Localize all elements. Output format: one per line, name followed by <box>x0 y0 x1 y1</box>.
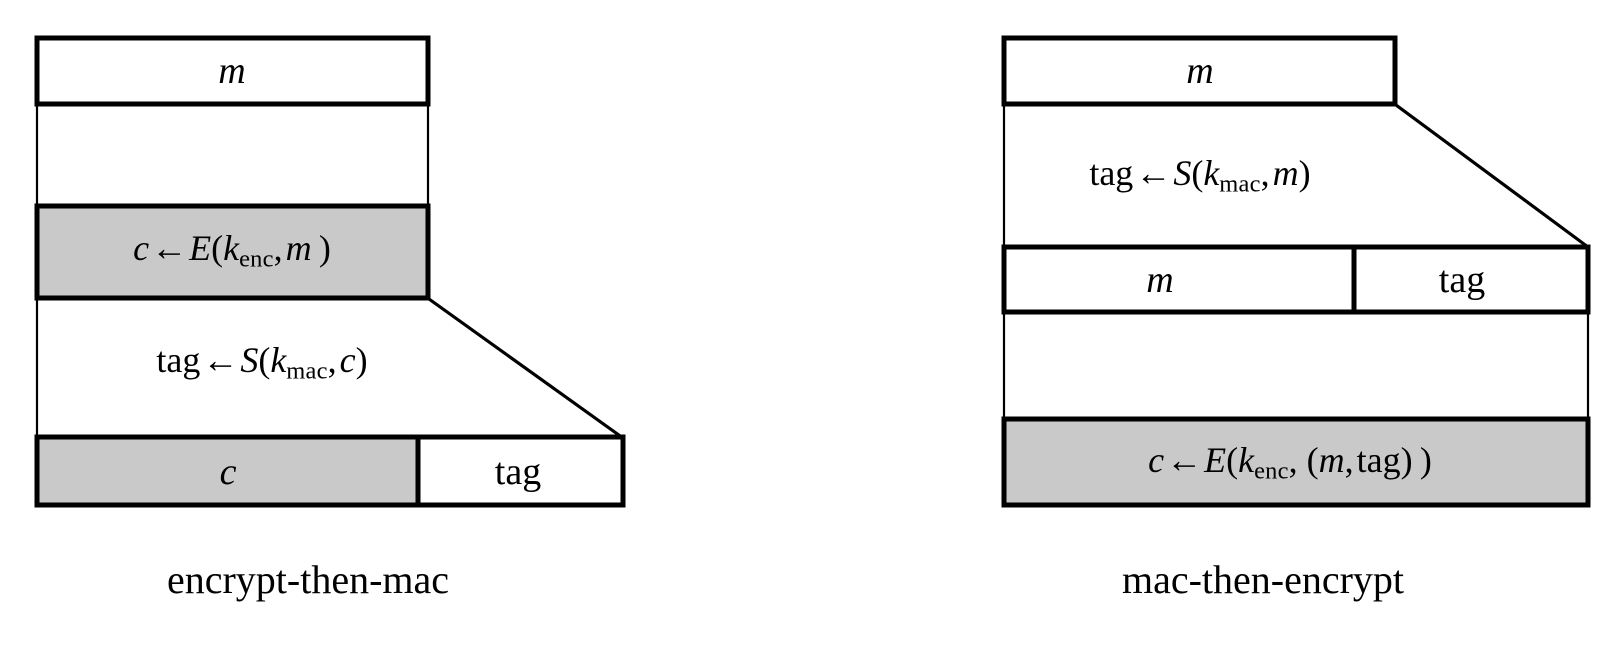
caption-mac-then-encrypt: mac-then-encrypt <box>1121 557 1405 602</box>
mte-encrypt-box <box>1001 416 1591 508</box>
etm-sign-S: S <box>240 339 259 380</box>
mte-sign-sub-mac: mac <box>1219 170 1261 198</box>
mte-message-label: m <box>1186 50 1214 92</box>
mte-sign-label: tag←S(kmac, m) <box>1089 155 1310 197</box>
mte-sign-S: S <box>1173 152 1192 193</box>
etm-encrypt-k: k <box>223 227 240 268</box>
etm-encrypt-label: c←E(kenc, m ) <box>133 230 331 272</box>
mte-sign-arrow: ← <box>1135 152 1172 193</box>
mte-encrypt-E: E <box>1204 439 1227 480</box>
mte-sign-m: m <box>1272 152 1299 193</box>
mte-encrypt-tag: tag <box>1356 439 1401 480</box>
mte-encrypt-sub-enc: enc <box>1254 457 1289 485</box>
mte-encrypt-inner-rparen: ) <box>1400 439 1413 480</box>
etm-sign-tag: tag <box>156 339 201 380</box>
mte-tagged-tag-box <box>1351 244 1591 315</box>
etm-message-label: m <box>218 50 246 92</box>
etm-diagonal-connector <box>428 297 624 440</box>
panel-mac-then-encrypt <box>1001 35 1591 508</box>
etm-encrypt-rparen: ) <box>318 227 331 268</box>
mte-encrypt-label: c←E(kenc, (m, tag) ) <box>1148 442 1432 484</box>
etm-sign-rparen: ) <box>355 339 368 380</box>
mte-encrypt-c: c <box>1148 439 1165 480</box>
mte-encrypt-comma: , <box>1288 439 1298 480</box>
etm-encrypt-m: m <box>285 227 312 268</box>
mte-sign-lparen: ( <box>1191 152 1204 193</box>
mte-tagged-tag-label: tag <box>1438 259 1486 301</box>
etm-sign-c: c <box>339 339 356 380</box>
mte-encrypt-inner-comma: , <box>1344 439 1354 480</box>
etm-encrypt-comma: , <box>273 227 283 268</box>
mte-sign-tag: tag <box>1089 152 1134 193</box>
mte-encrypt-m: m <box>1318 439 1345 480</box>
mte-encrypt-inner-lparen: ( <box>1306 439 1319 480</box>
etm-output-c-label: c <box>219 451 237 493</box>
mte-sign-k: k <box>1203 152 1220 193</box>
panel-encrypt-then-mac <box>34 35 626 508</box>
etm-encrypt-arrow: ← <box>151 227 188 268</box>
mte-message-box <box>1001 35 1398 107</box>
etm-output-tag-box <box>415 434 626 508</box>
mte-sign-comma: , <box>1260 152 1270 193</box>
caption-encrypt-then-mac: encrypt-then-mac <box>166 557 450 602</box>
mte-sign-rparen: ) <box>1298 152 1311 193</box>
etm-encrypt-c: c <box>133 227 150 268</box>
etm-sign-arrow: ← <box>202 339 239 380</box>
etm-sign-comma: , <box>327 339 337 380</box>
mte-encrypt-arrow: ← <box>1166 439 1203 480</box>
etm-encrypt-sub-enc: enc <box>239 245 274 273</box>
mte-encrypt-k: k <box>1238 439 1255 480</box>
mte-encrypt-rparen: ) <box>1419 439 1432 480</box>
etm-output-tag-label: tag <box>494 451 542 493</box>
etm-output-c-box <box>34 434 421 508</box>
etm-sign-sub-mac: mac <box>286 357 328 385</box>
mte-tagged-m-box <box>1001 244 1357 315</box>
etm-message-box <box>34 35 431 107</box>
mte-tagged-m-label: m <box>1146 259 1174 301</box>
etm-sign-k: k <box>270 339 287 380</box>
etm-encrypt-box <box>34 203 431 301</box>
etm-sign-label: tag←S(kmac, c) <box>156 342 367 384</box>
etm-encrypt-lparen: ( <box>211 227 224 268</box>
mte-encrypt-lparen: ( <box>1226 439 1239 480</box>
mte-diagonal-connector <box>1395 103 1589 249</box>
etm-encrypt-E: E <box>189 227 212 268</box>
etm-sign-lparen: ( <box>258 339 271 380</box>
